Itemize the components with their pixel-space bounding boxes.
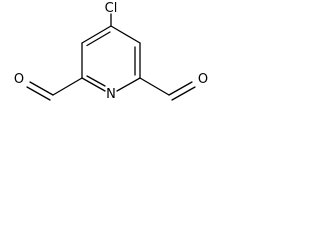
chemical-structure-diagram: Cl N O O bbox=[14, 1, 208, 102]
bond-c2-n1 bbox=[81, 77, 106, 92]
bond-c4-c5 bbox=[110, 25, 141, 44]
bond-c2-n1-inner bbox=[86, 75, 106, 87]
bond-c6-cho-right bbox=[139, 77, 170, 96]
bond-c2-cho-left bbox=[52, 77, 83, 96]
bond-co-right-a bbox=[168, 81, 193, 96]
bond-co-left-b bbox=[26, 86, 51, 101]
bond-co-left-a bbox=[29, 81, 54, 96]
bond-c4-c3 bbox=[81, 25, 112, 44]
bond-co-right-b bbox=[171, 86, 196, 101]
right-oxygen-atom-label: O bbox=[198, 72, 208, 87]
chlorine-atom-label: Cl bbox=[105, 1, 118, 16]
nitrogen-atom-label: N bbox=[106, 87, 116, 102]
bond-c4-c3-inner bbox=[86, 31, 111, 47]
bond-c6-n1 bbox=[116, 77, 141, 92]
left-oxygen-atom-label: O bbox=[14, 72, 24, 87]
